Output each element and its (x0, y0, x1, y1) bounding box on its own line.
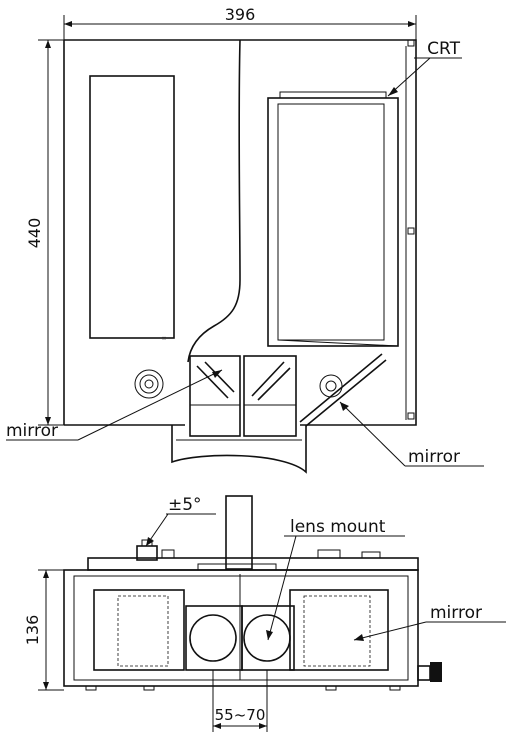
dim-136-label: 136 (23, 615, 42, 646)
dim-440-arrow-top (45, 40, 51, 48)
mirror-right-element (251, 361, 285, 397)
mirror-right-label: mirror (408, 447, 460, 467)
knob-left-ring (139, 374, 159, 394)
mirror-box-right (243, 355, 297, 437)
mirror-angled (299, 353, 383, 423)
foot-3 (325, 685, 337, 691)
corner-mark-top (407, 39, 415, 47)
knob-left (134, 369, 164, 399)
dim-396-label: 396 (225, 5, 256, 24)
small-bracket-right (317, 549, 341, 559)
side-knob (417, 665, 431, 681)
dim-spacing-label: 55~70 (215, 706, 266, 724)
lens-mount-label: lens mount (290, 517, 386, 537)
foot-1 (85, 685, 97, 691)
small-bracket-far-right (361, 551, 381, 559)
small-mark: :: (162, 335, 166, 342)
foot-2 (143, 685, 155, 691)
tilt-leader-arrow (146, 537, 154, 546)
crt-base-line (277, 339, 399, 347)
lens-left (189, 614, 237, 662)
knob-right-center (325, 380, 337, 392)
side-knob-cap (430, 662, 442, 682)
lens-mount-right-frame (241, 605, 295, 671)
right-block (289, 589, 389, 671)
right-block-dashed (303, 595, 371, 667)
mirror-left-leader (77, 369, 223, 441)
mirror-left-element (196, 365, 229, 399)
dim-440-arrow-bottom (45, 417, 51, 425)
mirror-left-leader-arrow (212, 370, 222, 378)
crt-leader-arrow (388, 87, 398, 96)
left-block (93, 589, 185, 671)
lens-right (243, 614, 291, 662)
dim-spacing-arrow-left (213, 723, 221, 729)
crt-label: CRT (427, 39, 460, 59)
tilt-label: ±5° (168, 495, 202, 515)
stand-arc (171, 425, 307, 474)
front-view: ±5° lens mount (23, 495, 506, 732)
mirror-right-leader (339, 401, 406, 467)
housing-inner (73, 575, 409, 681)
mirror-left-element-2 (204, 361, 235, 393)
dim-440-label: 440 (25, 218, 44, 249)
knob-left-center (144, 379, 154, 389)
mirror-front-label: mirror (430, 603, 482, 623)
dim-396-arrow-left (64, 21, 72, 27)
dim-spacing-arrow-right (259, 723, 267, 729)
small-bracket-left (161, 549, 175, 559)
top-view: 396 440 :: CRT (6, 5, 484, 474)
crt-top-rim (279, 91, 387, 99)
mirror-angled-2 (305, 359, 387, 427)
mirror-box-left (189, 355, 241, 437)
crt-inner (277, 103, 385, 341)
dim-136-arrow-top (43, 570, 49, 578)
mirror-right-element-2 (257, 367, 291, 401)
mirror-front-leader (353, 621, 427, 641)
left-block-dashed (117, 595, 169, 667)
dim-136-arrow-bottom (43, 682, 49, 690)
housing-box (63, 569, 419, 687)
foot-4 (389, 685, 401, 691)
lens-mount-leader-arrow (266, 630, 273, 640)
mirror-left-label: mirror (6, 421, 58, 441)
mirror-front-leader-arrow (354, 634, 364, 641)
center-column (225, 495, 253, 570)
dim-396-arrow-right (408, 21, 416, 27)
left-panel-window (89, 75, 175, 339)
crt-box (267, 97, 399, 347)
mirror-right-leader-arrow (340, 402, 349, 411)
side-mark (407, 227, 415, 235)
lens-mount-leader (267, 535, 297, 641)
knob-right (319, 374, 343, 398)
tilt-knob-cap (141, 539, 153, 547)
internal-partition (187, 39, 241, 363)
corner-mark-bottom (407, 412, 415, 420)
